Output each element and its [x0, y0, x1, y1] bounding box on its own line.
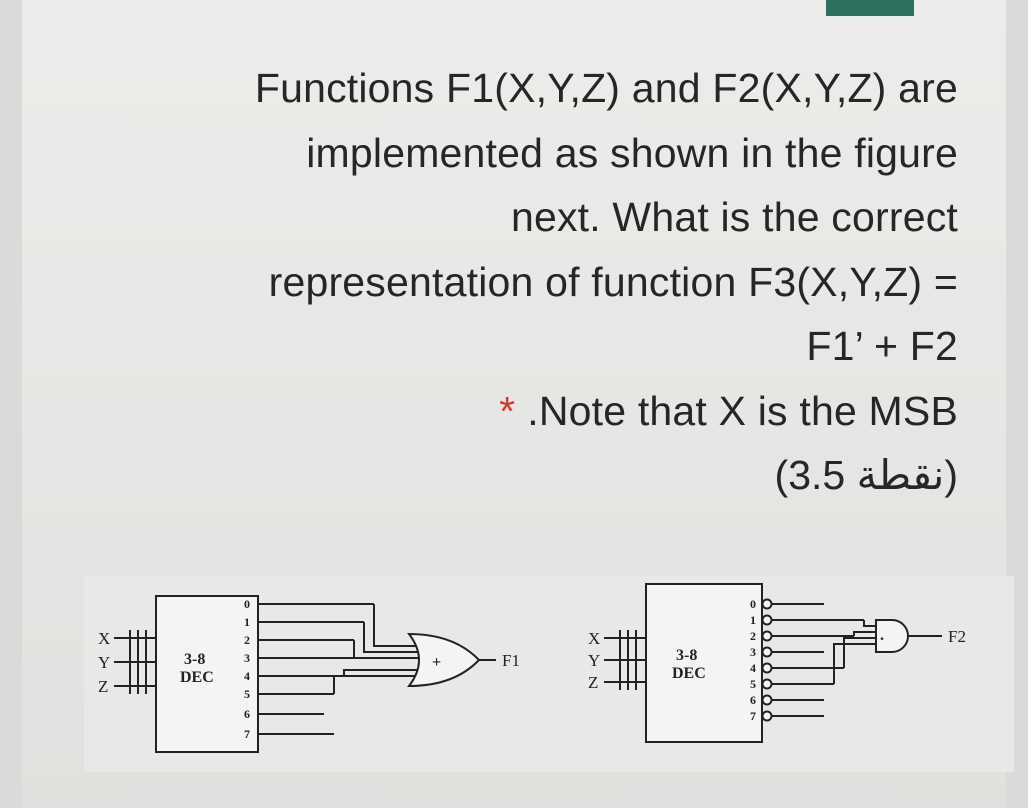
- c1-output-label: F1: [502, 651, 520, 670]
- question-line-1: Functions F1(X,Y,Z) and F2(X,Y,Z) are: [254, 65, 958, 111]
- c1-out-0: 0: [244, 597, 250, 611]
- decoder-2-box: [645, 583, 763, 743]
- c2-out-1: 1: [750, 613, 756, 627]
- c2-out-4: 4: [750, 661, 756, 675]
- c1-out-3: 3: [244, 651, 250, 665]
- c2-output-label: F2: [948, 627, 966, 646]
- c1-out-5: 5: [244, 687, 250, 701]
- and-gate: [875, 619, 909, 653]
- c2-out-0: 0: [750, 597, 756, 611]
- circuit-figure: X Y Z 3-8 DEC 0 1 2 3 4 5 6 7 + F1 X Y Z…: [84, 576, 1014, 772]
- c1-out-6: 6: [244, 707, 250, 721]
- c1-out-1: 1: [244, 615, 250, 629]
- question-line-5: F1’ + F2: [806, 323, 958, 369]
- question-line-2: implemented as shown in the figure: [306, 129, 958, 176]
- c1-input-x: X: [98, 629, 110, 648]
- question-text: Functions F1(X,Y,Z) and F2(X,Y,Z) are im…: [118, 56, 958, 508]
- note-line: *.Note that X is the MSB: [118, 379, 958, 444]
- screen: Functions F1(X,Y,Z) and F2(X,Y,Z) are im…: [22, 0, 1014, 808]
- circuit-figure-svg: X Y Z 3-8 DEC 0 1 2 3 4 5 6 7 + F1 X Y Z…: [98, 583, 966, 753]
- note-text: .Note that X is the MSB: [527, 387, 958, 434]
- c1-decoder-label-2: DEC: [180, 669, 214, 686]
- c2-out-2: 2: [750, 629, 756, 643]
- question-line-4: representation of function F3(X,Y,Z) =: [268, 258, 958, 305]
- c1-out-7: 7: [244, 727, 250, 741]
- question-line-3: next. What is the correct: [510, 194, 958, 240]
- c2-input-y: Y: [588, 651, 600, 670]
- required-mark: *: [499, 387, 516, 434]
- c1-input-z: Z: [98, 677, 108, 696]
- or-gate: [406, 632, 481, 688]
- c2-out-5: 5: [750, 677, 756, 691]
- c2-decoder-label-1: 3-8: [676, 647, 697, 664]
- header-bar: [826, 0, 914, 16]
- c1-out-4: 4: [244, 669, 250, 683]
- c2-input-z: Z: [588, 673, 598, 692]
- c1-out-2: 2: [244, 633, 250, 647]
- c1-decoder-label-1: 3-8: [184, 651, 205, 668]
- decoder-1-box: [155, 595, 259, 753]
- c2-out-7: 7: [750, 709, 756, 723]
- c2-out-6: 6: [750, 693, 756, 707]
- c2-decoder-label-2: DEC: [672, 665, 706, 682]
- c2-out-3: 3: [750, 645, 756, 659]
- c1-input-y: Y: [98, 653, 110, 672]
- c2-input-x: X: [588, 629, 600, 648]
- c2-gate-symbol: .: [880, 627, 884, 644]
- points-label: (نقطة 3.5): [774, 452, 958, 498]
- c1-gate-symbol: +: [432, 654, 441, 671]
